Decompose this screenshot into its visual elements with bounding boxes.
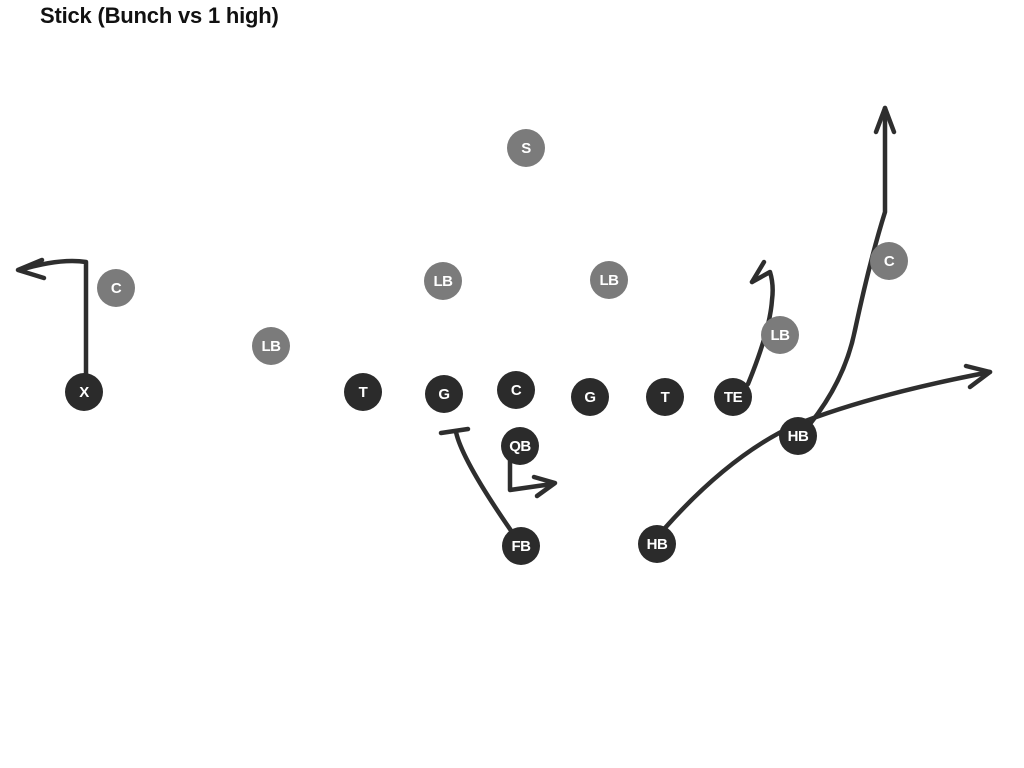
offense-player-te[interactable]: TE — [714, 378, 752, 416]
defense-player-s[interactable]: S — [507, 129, 545, 167]
route-qb-dropback — [507, 457, 555, 493]
arrowhead-icon — [963, 363, 993, 390]
offense-player-rg[interactable]: G — [571, 378, 609, 416]
offense-player-hb1[interactable]: HB — [779, 417, 817, 455]
player-label: LB — [261, 337, 282, 355]
player-label: G — [584, 388, 596, 406]
player-label: C — [510, 381, 522, 399]
player-label: QB — [509, 437, 531, 455]
block-marker-icon — [438, 426, 471, 436]
player-label: FB — [511, 537, 532, 555]
player-label: G — [438, 385, 450, 403]
arrowhead-icon — [873, 105, 897, 135]
offense-player-qb[interactable]: QB — [501, 427, 539, 465]
defense-player-c-left[interactable]: C — [97, 269, 135, 307]
player-label: HB — [646, 535, 668, 553]
arrowhead-icon — [15, 257, 47, 281]
defense-player-lb3[interactable]: LB — [590, 261, 628, 299]
defense-player-lb1[interactable]: LB — [252, 327, 290, 365]
arrowhead-icon — [749, 259, 767, 285]
route-hb1-go — [807, 105, 888, 427]
offense-player-fb[interactable]: FB — [502, 527, 540, 565]
offense-player-lt[interactable]: T — [344, 373, 382, 411]
player-label: X — [79, 383, 89, 401]
route-te-stick — [745, 269, 775, 387]
offense-player-rt[interactable]: T — [646, 378, 684, 416]
player-label: S — [521, 139, 531, 157]
defense-player-c-right[interactable]: C — [870, 242, 908, 280]
player-label: C — [883, 252, 895, 270]
player-label: TE — [723, 388, 743, 406]
route-x-out — [17, 258, 89, 381]
player-label: C — [110, 279, 122, 297]
defense-player-lb2[interactable]: LB — [424, 262, 462, 300]
offense-player-x[interactable]: X — [65, 373, 103, 411]
play-title: Stick (Bunch vs 1 high) — [40, 3, 279, 28]
offense-player-hb2[interactable]: HB — [638, 525, 676, 563]
player-label: T — [358, 383, 368, 401]
player-label: LB — [770, 326, 791, 344]
offense-player-lg[interactable]: G — [425, 375, 463, 413]
player-label: LB — [599, 271, 620, 289]
player-label: T — [660, 388, 670, 406]
player-label: HB — [787, 427, 809, 445]
offense-player-c[interactable]: C — [497, 371, 535, 409]
route-fb-block — [453, 429, 515, 535]
defense-player-lb4[interactable]: LB — [761, 316, 799, 354]
arrowhead-icon — [531, 474, 558, 499]
player-label: LB — [433, 272, 454, 290]
